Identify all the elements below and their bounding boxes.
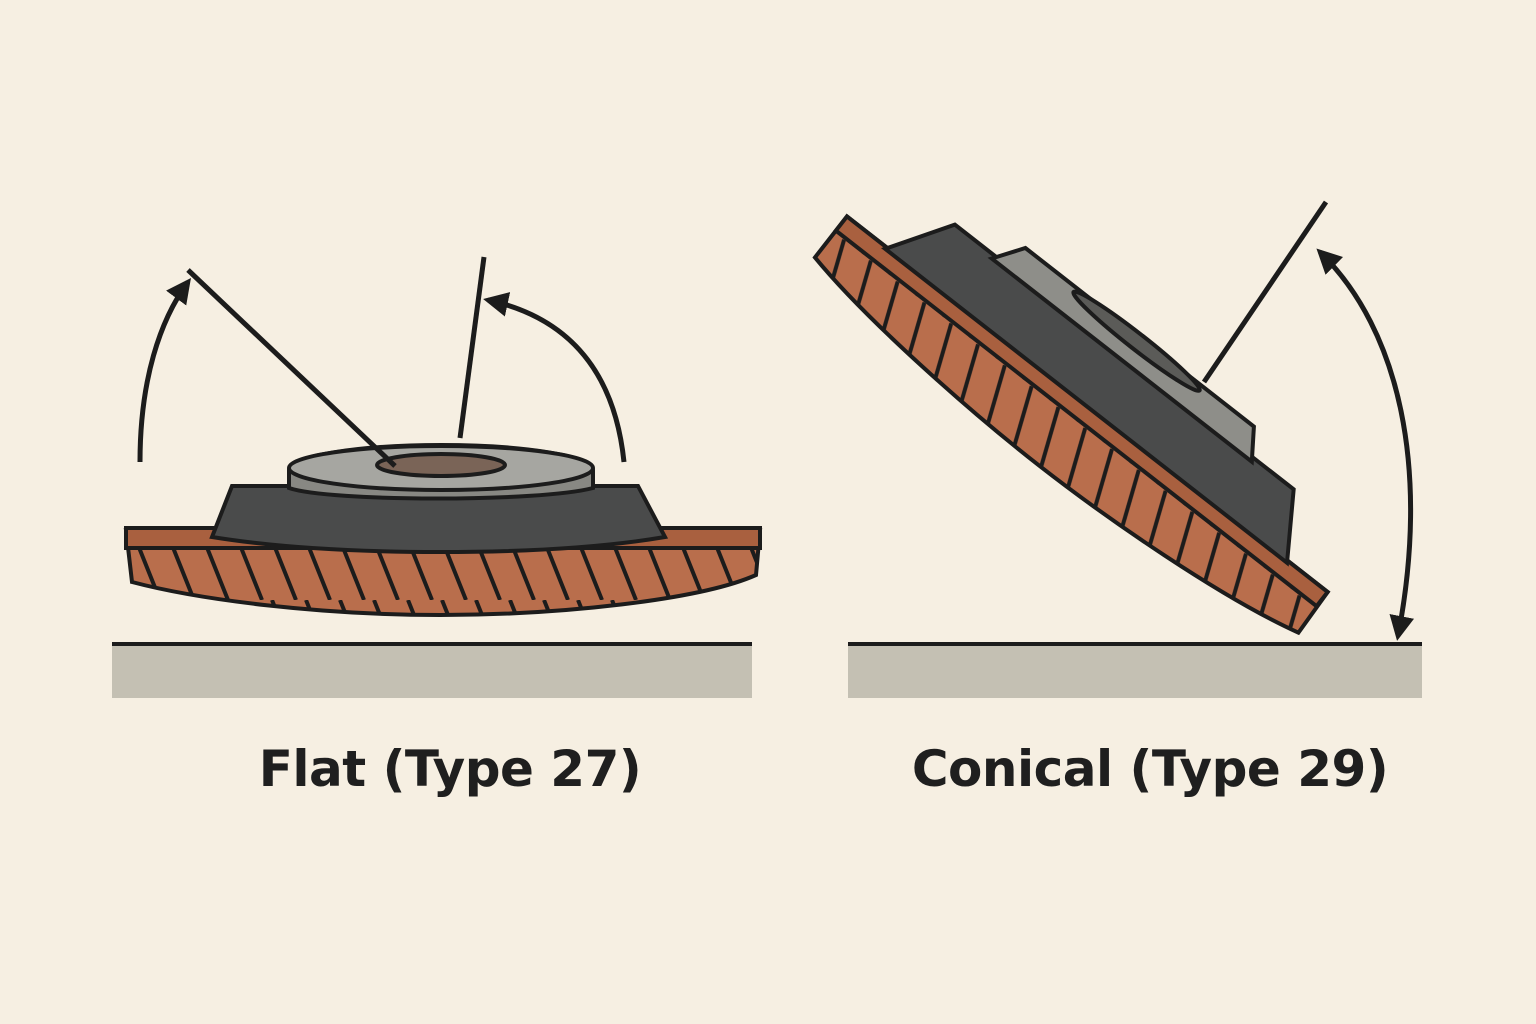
flat-hub-hole: [375, 452, 507, 478]
curved-arrow-icon: [1316, 248, 1415, 641]
flat-angle-line-left: [186, 268, 397, 468]
flat-abrasive-flaps: [123, 528, 763, 618]
curved-arrow-icon: [137, 277, 191, 463]
conical-disc-illustration: [812, 200, 1422, 698]
flat-angle-line-right: [457, 256, 487, 439]
caption-flat-type-27: Flat (Type 27): [258, 740, 642, 798]
caption-conical-type-29: Conical (Type 29): [911, 740, 1389, 798]
conical-hub-hole: [1071, 289, 1202, 393]
conical-abrasive-flaps-top: [833, 213, 1331, 610]
curved-arrow-icon: [483, 292, 627, 463]
conical-abrasive-flaps: [812, 213, 1331, 636]
flat-backing-plate: [209, 484, 669, 555]
conical-disc-tilted: [812, 213, 1331, 636]
work-surface-right: [848, 646, 1422, 698]
flat-disc-illustration: [112, 256, 763, 698]
conical-angle-line: [1201, 200, 1329, 384]
work-surface-left: [112, 646, 752, 698]
